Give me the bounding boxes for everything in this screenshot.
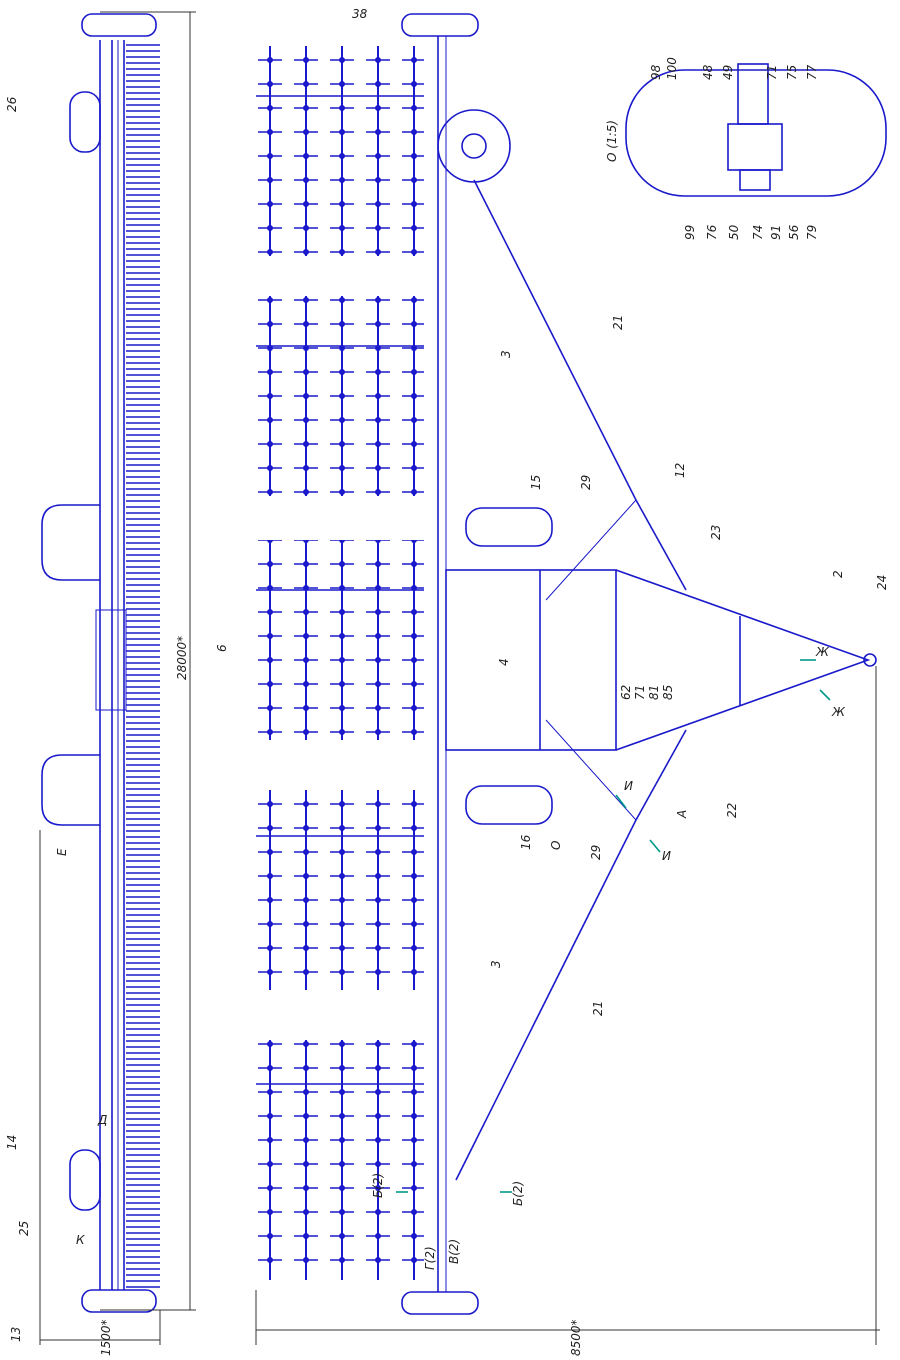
callout-23: 23 <box>709 525 723 540</box>
callout-4: 4 <box>497 658 511 666</box>
callout-3-bottom: 3 <box>489 960 503 968</box>
detail-50: 50 <box>727 224 741 240</box>
lift-bracket-top <box>41 504 100 581</box>
hitch-eye <box>863 653 877 667</box>
section-G2: Г(2) <box>423 1246 437 1270</box>
dim-total-width: 28000* <box>175 636 189 680</box>
section-I-bottom: И <box>662 849 671 863</box>
callout-71: 71 <box>633 685 647 700</box>
callout-62: 62 <box>619 685 633 700</box>
harrow-section-2 <box>256 296 424 496</box>
section-B2-right: Б(2) <box>511 1181 525 1206</box>
detail-71: 71 <box>765 65 779 80</box>
central-frame <box>445 569 617 751</box>
callout-E: Е <box>55 848 69 856</box>
callout-O: О <box>549 841 563 850</box>
callout-D: Д <box>97 1113 107 1127</box>
detail-48: 48 <box>701 64 715 80</box>
callout-6: 6 <box>215 644 229 652</box>
gauge-wheel-top <box>69 91 101 153</box>
detail-77: 77 <box>805 64 819 80</box>
transport-wheel-top <box>81 13 157 37</box>
detail-99: 99 <box>683 225 697 240</box>
callout-16: 16 <box>519 834 533 850</box>
transport-wheel-bottom <box>81 1289 157 1313</box>
callout-29-bottom: 29 <box>589 845 603 860</box>
brace-top <box>473 179 637 501</box>
lift-bracket-bottom <box>41 754 100 826</box>
plan-wheel-top <box>401 13 479 37</box>
section-V2: В(2) <box>447 1239 461 1264</box>
detail-76: 76 <box>705 224 719 240</box>
section-Zh-bottom: Ж <box>831 705 846 719</box>
callout-14: 14 <box>5 1135 19 1150</box>
callout-22: 22 <box>725 803 739 818</box>
callout-81: 81 <box>647 685 661 700</box>
harrow-section-4 <box>256 790 424 990</box>
gauge-wheel-bottom <box>69 1149 101 1211</box>
harrow-section-3 <box>256 540 424 740</box>
support-wheel <box>437 109 511 183</box>
section-I-top: И <box>624 779 633 793</box>
detail-74: 74 <box>751 225 765 240</box>
detail-56: 56 <box>787 224 801 240</box>
dim-left-depth: 1500* <box>99 1319 113 1356</box>
dim-total-length: 8500* <box>569 1319 583 1356</box>
callout-21-bottom: 21 <box>591 1001 605 1016</box>
plan-view <box>255 13 880 1345</box>
brace-bottom <box>455 819 637 1181</box>
section-Zh-top: Ж <box>815 645 830 659</box>
callout-25: 25 <box>17 1221 31 1236</box>
callout-A: А <box>675 810 689 819</box>
wheel-outline-upper <box>465 507 553 547</box>
callout-12: 12 <box>673 463 687 478</box>
callout-K: К <box>76 1233 85 1247</box>
callout-24: 24 <box>875 575 889 590</box>
detail-100: 100 <box>665 57 679 80</box>
callout-26: 26 <box>5 96 19 112</box>
detail-wheel-outline <box>625 69 887 197</box>
detail-79: 79 <box>805 225 819 240</box>
tine-comb <box>126 40 160 1290</box>
callout-13: 13 <box>9 1327 23 1342</box>
callout-3-top: 3 <box>499 350 513 358</box>
harrow-section-5 <box>256 1040 424 1280</box>
detail-view <box>625 63 887 197</box>
section-B2-left: Б(2) <box>371 1173 385 1198</box>
callout-85: 85 <box>661 685 675 700</box>
plan-wheel-bottom <box>401 1291 479 1315</box>
callout-15: 15 <box>529 475 543 490</box>
detail-49: 49 <box>721 65 735 80</box>
callout-38: 38 <box>352 7 368 21</box>
side-view <box>39 11 196 1345</box>
drawbar <box>615 569 871 751</box>
wheel-outline-lower <box>465 785 553 825</box>
callout-29-top: 29 <box>579 475 593 490</box>
callout-2: 2 <box>831 570 845 578</box>
detail-title: О (1:5) <box>605 120 619 162</box>
harrow-section-1 <box>256 46 424 256</box>
callouts: 38 26 14 Д 25 К 13 Е 28000* 1500* 8500* … <box>5 7 889 1356</box>
detail-75: 75 <box>785 65 799 80</box>
detail-callouts: О (1:5) 98 100 48 49 71 75 77 99 76 50 7… <box>605 57 819 240</box>
detail-98: 98 <box>649 64 663 80</box>
callout-21-top: 21 <box>611 315 625 330</box>
detail-91: 91 <box>769 225 783 240</box>
